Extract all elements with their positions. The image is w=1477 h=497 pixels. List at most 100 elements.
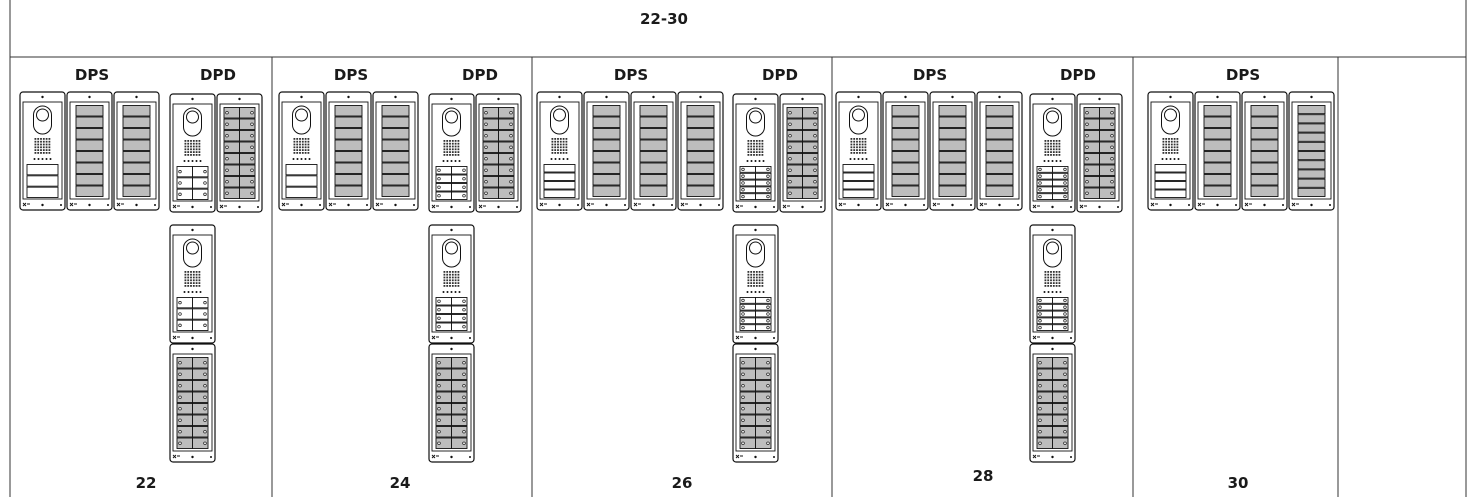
- speaker-grille-icon: [1047, 145, 1050, 148]
- name-tag-button: [498, 118, 515, 130]
- module-inner-frame: [431, 103, 472, 202]
- speaker-grille-icon: [761, 154, 764, 156]
- button-led-icon: [1038, 181, 1042, 185]
- speaker-grille-icon: [45, 149, 48, 151]
- speaker-grille-icon: [1052, 154, 1055, 156]
- camera-lens-icon: [1046, 110, 1059, 124]
- speaker-grille-icon: [296, 143, 299, 146]
- button-led-icon: [741, 174, 745, 178]
- speaker-grille-icon: [1047, 276, 1050, 279]
- screw-icon: [605, 203, 608, 207]
- speaker-grille-icon: [301, 149, 304, 151]
- speaker-grille-icon: [864, 143, 867, 146]
- indicator-led-icon: [442, 291, 445, 293]
- name-tag-button: [239, 107, 256, 119]
- screw-icon: [1098, 97, 1101, 101]
- indicator-led-icon: [1059, 291, 1062, 293]
- screw-icon: [1188, 204, 1190, 206]
- button-led-icon: [1110, 168, 1114, 172]
- count-label: 24: [390, 474, 411, 492]
- speaker-grille-icon: [443, 276, 446, 279]
- button-led-icon: [203, 323, 207, 327]
- speaker-grille-icon: [187, 154, 190, 156]
- module-inner-frame: [735, 234, 776, 333]
- speaker-grille-icon: [761, 271, 764, 273]
- speaker-grille-icon: [48, 143, 51, 146]
- speaker-grille-icon: [293, 146, 296, 149]
- name-tag-button: [1099, 118, 1116, 130]
- speaker-grille-icon: [753, 151, 755, 153]
- module-inner-frame: [1197, 101, 1238, 200]
- name-tag-button: [686, 139, 715, 151]
- dps-label: DPS: [614, 66, 648, 84]
- name-tag-button: [1250, 162, 1279, 174]
- screw-icon: [652, 95, 655, 99]
- button-led-icon: [203, 192, 207, 196]
- button-led-icon: [1110, 134, 1114, 138]
- speaker-grille-icon: [750, 282, 753, 284]
- button-led-icon: [766, 167, 770, 172]
- speaker-grille-icon: [40, 143, 42, 146]
- speaker-grille-icon: [190, 282, 192, 284]
- screw-icon: [1329, 204, 1331, 206]
- name-tag-button: [75, 185, 104, 197]
- button-led-icon: [203, 384, 207, 388]
- screw-icon: [773, 456, 775, 458]
- call-button: [755, 166, 772, 173]
- speaker-grille-icon: [559, 140, 562, 143]
- indicator-led-icon: [1169, 158, 1172, 160]
- speaker-grille-icon: [750, 142, 753, 145]
- logo-icon: [172, 454, 180, 459]
- name-tag-button: [891, 151, 920, 163]
- name-tag-button: [1297, 160, 1326, 170]
- button-led-icon: [203, 181, 207, 185]
- button-led-icon: [509, 134, 513, 138]
- button-led-icon: [1038, 325, 1042, 330]
- screw-icon: [88, 95, 91, 99]
- speaker-grille-icon: [755, 151, 758, 153]
- screw-icon: [41, 203, 44, 207]
- button-led-icon: [250, 157, 254, 161]
- name-tag-button: [985, 174, 1014, 186]
- screw-icon: [1070, 206, 1072, 208]
- speaker-grille-icon: [198, 154, 201, 156]
- call-button: [451, 191, 468, 200]
- speaker-grille-icon: [184, 142, 187, 145]
- name-tag-button: [639, 174, 668, 186]
- module-inner-frame: [375, 101, 416, 200]
- button-led-icon: [766, 325, 770, 330]
- speaker-grille-icon: [565, 146, 568, 149]
- name-tag-button: [451, 380, 468, 392]
- name-tag-button: [498, 176, 515, 188]
- speaker-grille-icon: [853, 146, 856, 149]
- button-led-icon: [1038, 430, 1042, 434]
- speaker-grille-icon: [198, 282, 201, 284]
- indicator-led-icon: [750, 291, 753, 293]
- speaker-grille-icon: [1052, 279, 1055, 282]
- speaker-grille-icon: [293, 152, 296, 154]
- speaker-grille-icon: [864, 140, 867, 143]
- speaker-grille-icon: [1052, 273, 1055, 276]
- call-button: [739, 179, 756, 187]
- screw-icon: [394, 95, 397, 99]
- name-tag-module: [1194, 91, 1241, 211]
- button-led-icon: [1063, 441, 1067, 445]
- speaker-grille-icon: [1050, 285, 1052, 287]
- logo-icon: [431, 454, 439, 459]
- name-tag-button: [639, 116, 668, 128]
- button-led-icon: [250, 122, 254, 126]
- speaker-grille-icon: [758, 285, 761, 287]
- module-inner-frame: [478, 103, 519, 202]
- speaker-grille-icon: [1050, 142, 1052, 145]
- speaker-grille-icon: [187, 276, 190, 279]
- button-led-icon: [484, 145, 488, 149]
- speaker-grille-icon: [1044, 273, 1047, 276]
- button-led-icon: [741, 441, 745, 445]
- speaker-grille-icon: [187, 282, 190, 284]
- name-tag-module: [583, 91, 630, 211]
- screw-icon: [1216, 203, 1219, 207]
- screw-icon: [210, 456, 212, 458]
- call-button: [1052, 317, 1069, 325]
- audio-module: [536, 91, 583, 211]
- logo-icon: [1197, 202, 1205, 207]
